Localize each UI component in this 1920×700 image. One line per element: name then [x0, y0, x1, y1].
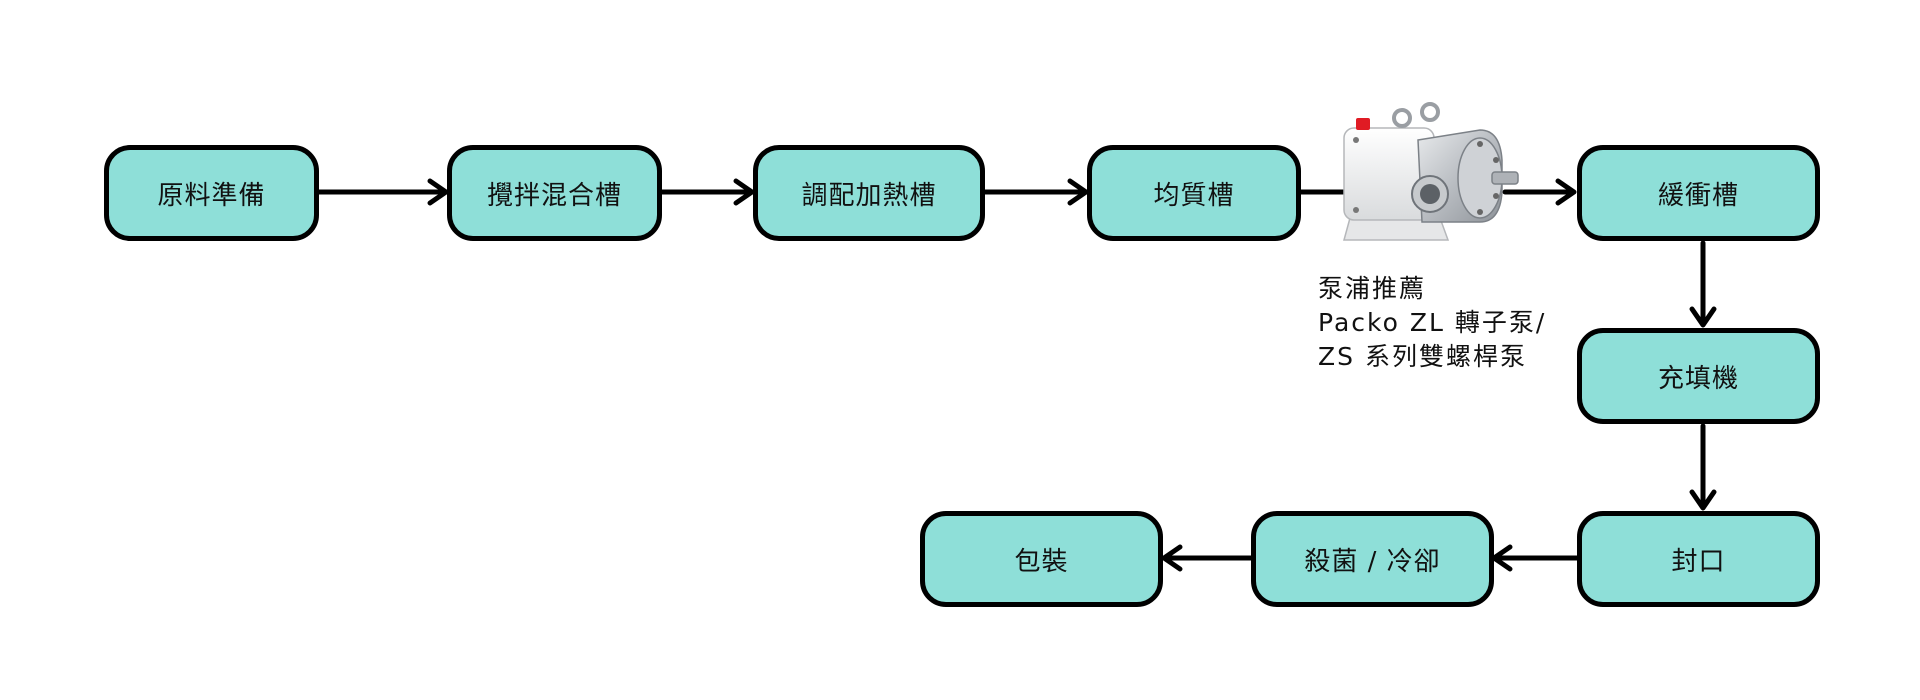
- arrowhead-raw-to-mixing: [427, 178, 449, 206]
- arrowhead-pump-to-buffer: [1555, 178, 1577, 206]
- node-buffer-tank: 緩衝槽: [1577, 145, 1820, 241]
- arrowhead-sealing-to-sterilize: [1491, 544, 1513, 572]
- node-sealing: 封口: [1577, 511, 1820, 607]
- node-raw-material: 原料準備: [104, 145, 319, 241]
- arrowhead-sterilize-to-packaging: [1161, 544, 1183, 572]
- node-homogenizing-tank: 均質槽: [1087, 145, 1301, 241]
- pump-caption-model-1: Packo ZL 轉子泵/: [1318, 308, 1547, 337]
- node-packaging: 包裝: [920, 511, 1163, 607]
- node-filling-machine: 充填機: [1577, 328, 1820, 424]
- arrowhead-filling-to-sealing: [1689, 489, 1717, 511]
- arrowhead-buffer-to-filling: [1689, 306, 1717, 328]
- pump-caption-title: 泵浦推薦: [1318, 274, 1427, 303]
- arrowhead-heating-to-homogenizing: [1067, 178, 1089, 206]
- pump-caption-model-2: ZS 系列雙螺桿泵: [1318, 342, 1527, 371]
- pump-recommendation-caption: 泵浦推薦 Packo ZL 轉子泵/ ZS 系列雙螺桿泵: [1318, 272, 1546, 374]
- node-mixing-tank: 攪拌混合槽: [447, 145, 662, 241]
- node-heating-tank: 調配加熱槽: [753, 145, 985, 241]
- node-sterilize-cool: 殺菌 / 冷卻: [1251, 511, 1494, 607]
- arrowhead-mixing-to-heating: [733, 178, 755, 206]
- rotary-lobe-pump-icon: [1343, 102, 1519, 241]
